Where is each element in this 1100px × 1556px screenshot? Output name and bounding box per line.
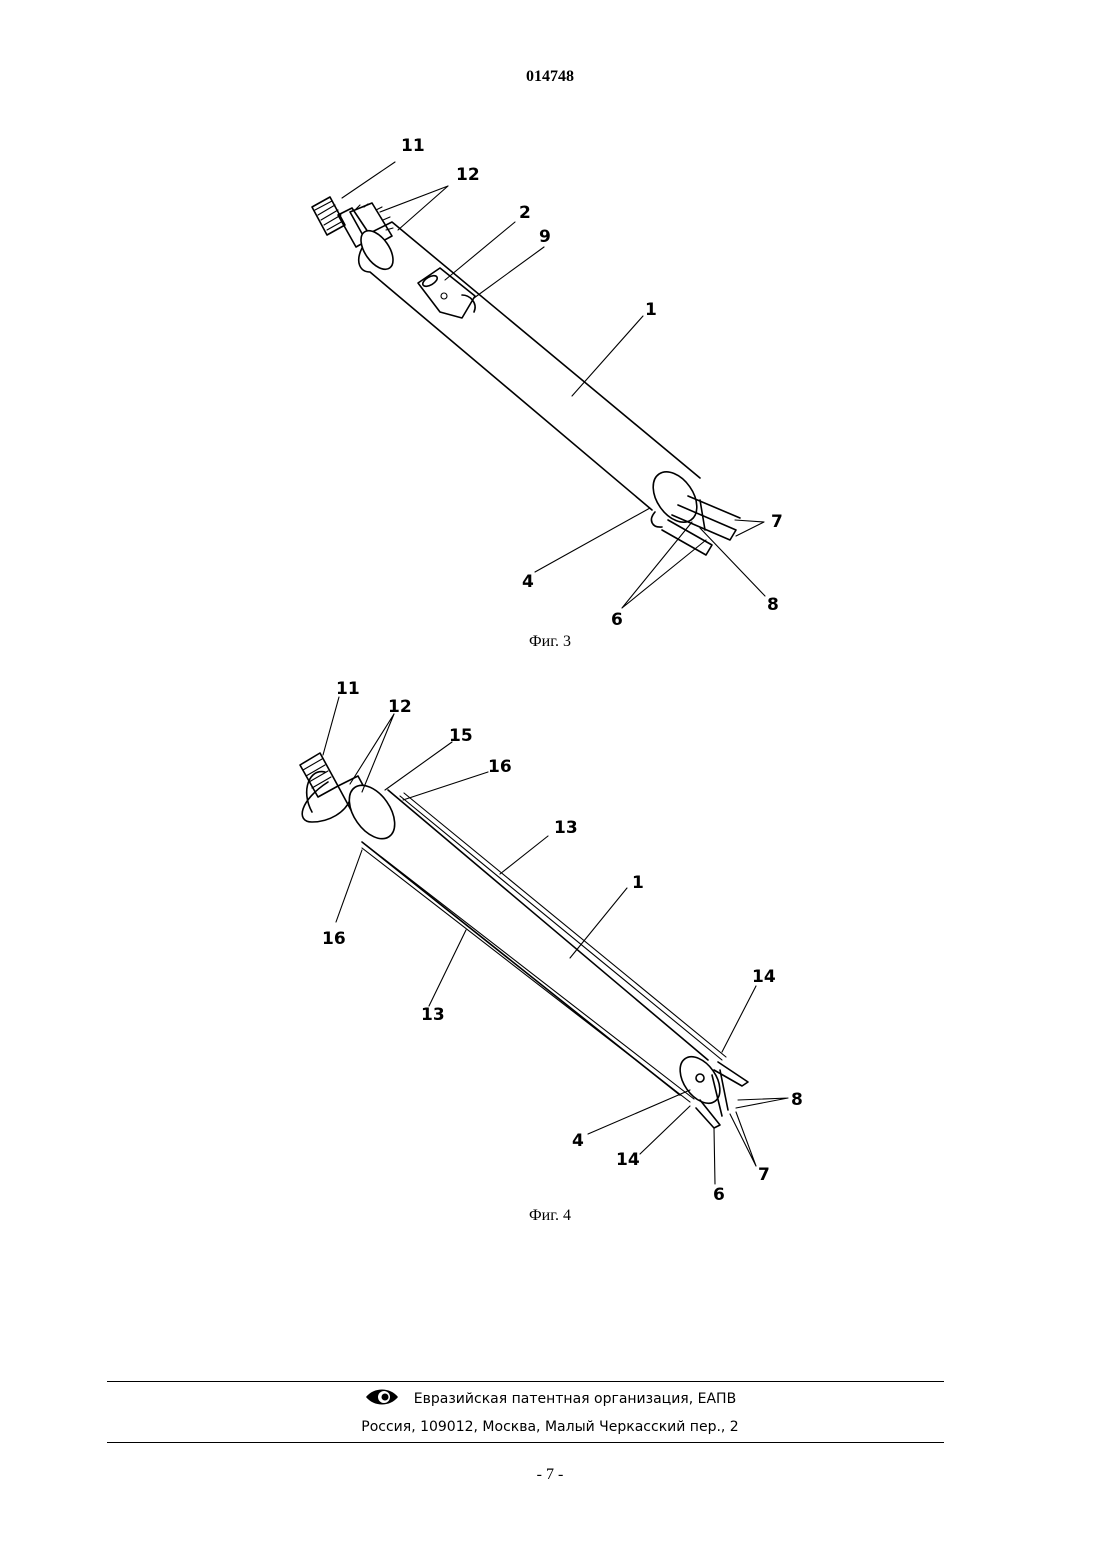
footer-org-line: Евразийская патентная организация, ЕАПВ [0, 1387, 1100, 1411]
fig4-label-16-bottom: 16 [322, 929, 346, 949]
footer-rule-top [107, 1381, 944, 1382]
figure-4-labels: 11 12 15 16 13 1 16 13 14 8 4 14 7 6 [322, 679, 803, 1205]
fig4-label-11: 11 [336, 679, 360, 699]
fig4-label-7: 7 [758, 1165, 770, 1185]
fig4-label-12: 12 [388, 697, 412, 717]
fig4-label-1: 1 [632, 873, 644, 893]
leader-lines [323, 697, 788, 1184]
fig4-label-15: 15 [449, 726, 473, 746]
footer-org-name: Евразийская патентная организация, ЕАПВ [414, 1391, 736, 1407]
fig4-label-14-top: 14 [752, 967, 776, 987]
fig4-label-8: 8 [791, 1090, 803, 1110]
fig4-label-14-bottom: 14 [616, 1150, 640, 1170]
figure-4-caption: Фиг. 4 [0, 1207, 1100, 1225]
fig4-label-4: 4 [572, 1131, 584, 1151]
fig4-label-16-top: 16 [488, 757, 512, 777]
fig4-label-13-bottom: 13 [421, 1005, 445, 1025]
page-number: - 7 - [0, 1466, 1100, 1484]
tube-body [340, 777, 728, 1110]
fig4-label-6: 6 [713, 1185, 725, 1205]
figure-4-drawing: 11 12 15 16 13 1 16 13 14 8 4 14 7 6 [0, 0, 1100, 1230]
footer-address: Россия, 109012, Москва, Малый Черкасский… [0, 1419, 1100, 1435]
fig4-label-13-top: 13 [554, 818, 578, 838]
eye-logo-icon [364, 1387, 400, 1411]
footer-rule-bottom [107, 1442, 944, 1443]
